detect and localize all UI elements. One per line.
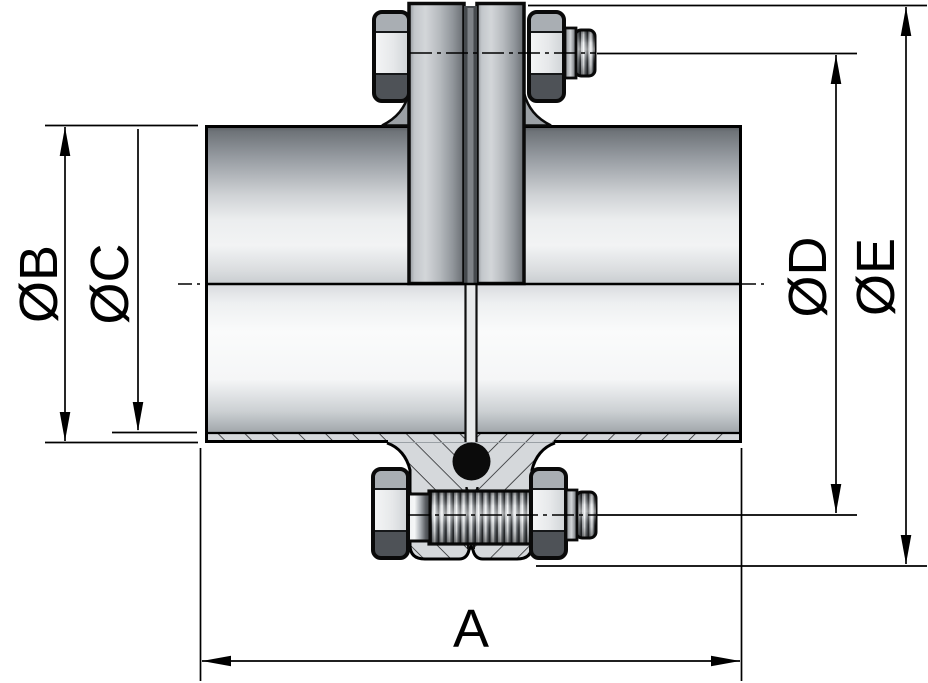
arrow-e-top bbox=[900, 7, 912, 36]
dim-label-a: A bbox=[453, 599, 489, 659]
hex-nut-top-left bbox=[374, 12, 409, 101]
flange-plate-right bbox=[475, 1, 526, 286]
dim-label-b: ØB bbox=[9, 245, 69, 323]
arrow-a-left bbox=[202, 655, 231, 667]
top-bolt-and-flange bbox=[374, 1, 597, 286]
hex-nut-top-right bbox=[529, 12, 564, 101]
dimension-lines bbox=[45, 4, 927, 681]
arrow-d-top bbox=[830, 55, 842, 84]
bolt-end-cylinder bbox=[406, 492, 432, 543]
arrow-d-bottom bbox=[830, 484, 842, 513]
dimension-arrows bbox=[59, 7, 912, 667]
arrow-c-bottom bbox=[132, 402, 144, 431]
arrow-a-right bbox=[711, 655, 740, 667]
o-ring-seal bbox=[452, 442, 491, 481]
tube-wall-section-left bbox=[205, 433, 466, 442]
dim-label-d: ØD bbox=[778, 237, 838, 318]
arrow-e-bottom bbox=[900, 535, 912, 564]
hex-nut-bottom-left bbox=[373, 469, 408, 558]
tube-wall-section-right bbox=[476, 433, 742, 442]
arrow-b-top bbox=[59, 127, 71, 156]
dim-label-c: ØC bbox=[80, 244, 140, 325]
bottom-bolt-assembly bbox=[373, 469, 598, 558]
bolt-thread-shading bbox=[429, 491, 531, 544]
joint-seam-fill bbox=[465, 285, 477, 442]
flange-plate-left bbox=[407, 1, 466, 286]
arrow-b-bottom bbox=[59, 412, 71, 441]
dimension-labels: ØB ØC ØD ØE A bbox=[9, 237, 906, 660]
dim-label-e: ØE bbox=[846, 238, 906, 316]
flange-joint-gap-highlight bbox=[467, 8, 474, 283]
hex-nut-bottom-right bbox=[531, 469, 566, 558]
